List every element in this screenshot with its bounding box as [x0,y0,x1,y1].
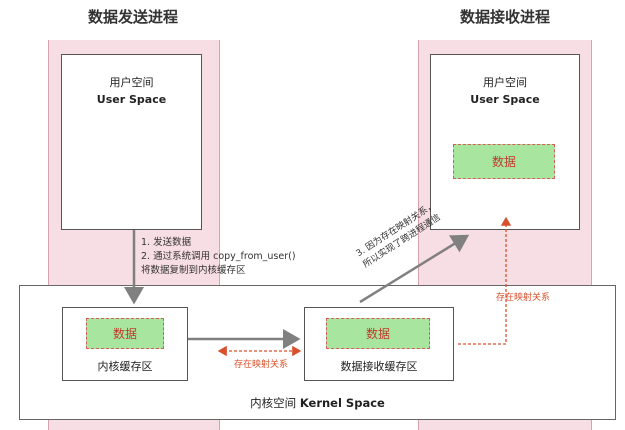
mapping-label-center: 存在映射关系 [233,360,288,370]
ipc-diagonal-arrow [359,234,470,304]
mapping-arrow-right [458,216,512,345]
sender-user-space-cn: 用户空间 [109,76,154,89]
sender-user-space: 用户空间 User Space [61,54,202,230]
kernel-space-label-en: Kernel Space [299,396,385,410]
mapping-label-right: 存在映射关系 [478,290,568,303]
sender-process-title: 数据发送进程 [87,8,178,26]
step-2b-text: 将数据复制到内核缓存区 [141,265,246,276]
receiver-data-block: 数据 [453,144,555,179]
kernel-buffer-caption: 内核缓存区 [97,360,153,373]
step-notes: 1. 发送数据 2. 通过系统调用 copy_from_user() 将数据复制… [141,236,341,278]
kernel-space-label: 内核空间 Kernel Space [19,395,616,411]
step-2-text: 2. 通过系统调用 copy_from_user() [141,251,296,262]
receiver-user-space-en: User Space [470,93,540,106]
kernel-buffer-data: 数据 [86,318,164,349]
sender-user-space-en: User Space [96,93,167,106]
step-1-text: 1. 发送数据 [141,237,192,248]
kernel-space-label-cn: 内核空间 [250,396,300,410]
receiver-process-title: 数据接收进程 [459,8,550,26]
receiver-user-space-cn: 用户空间 [483,76,527,89]
receive-buffer-caption: 数据接收缓存区 [340,360,418,373]
receiver-user-space: 用户空间 User Space [430,54,580,230]
receive-buffer-data: 数据 [326,318,430,349]
